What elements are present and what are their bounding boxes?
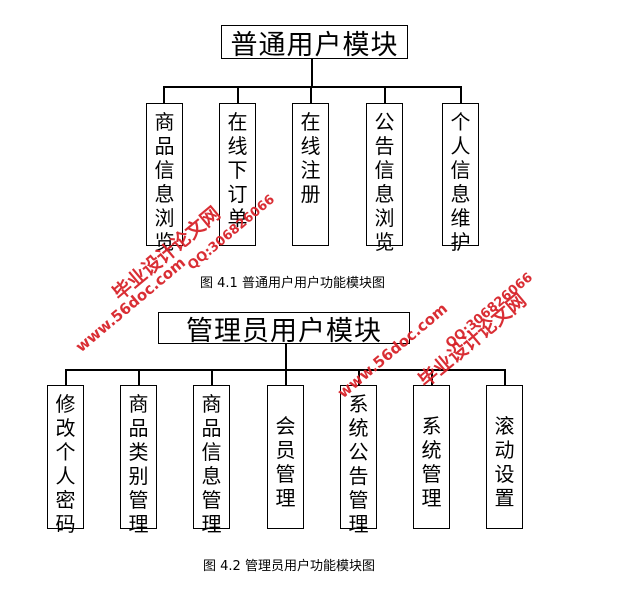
child-node: 系统公告管理 — [340, 385, 377, 536]
child-node-label: 在线注册 — [300, 110, 321, 206]
connector-line — [163, 86, 461, 88]
child-node-label: 个人信息维护 — [450, 110, 471, 254]
child-node: 商品类别管理 — [120, 385, 157, 536]
child-node-label: 系统管理 — [421, 414, 442, 510]
root-node-label: 普通用户模块 — [230, 29, 399, 61]
root-node-admin-user: 管理员用户模块 — [158, 312, 410, 347]
child-node-label: 会员管理 — [275, 414, 296, 510]
child-node-label: 系统公告管理 — [348, 392, 369, 536]
child-node: 在线下订单 — [219, 103, 256, 246]
child-node: 滚动设置 — [486, 385, 523, 529]
connector-line — [163, 86, 165, 103]
root-node-label: 管理员用户模块 — [186, 315, 382, 347]
connector-line — [384, 86, 386, 103]
child-node: 商品信息浏览 — [146, 103, 183, 254]
child-node: 在线注册 — [292, 103, 329, 246]
connector-line — [431, 369, 433, 385]
connector-line — [138, 369, 140, 385]
connector-line — [211, 369, 213, 385]
child-node-label: 修改个人密码 — [55, 392, 76, 536]
connector-line — [504, 369, 506, 385]
connector-line — [310, 86, 312, 103]
child-node: 个人信息维护 — [442, 103, 479, 254]
figure-caption: 图 4.1 普通用户用户功能模块图 — [200, 276, 385, 291]
child-node: 系统管理 — [413, 385, 450, 529]
connector-line — [285, 369, 287, 385]
child-node-label: 商品信息浏览 — [154, 110, 175, 254]
connector-line — [358, 369, 360, 385]
child-node: 修改个人密码 — [47, 385, 84, 536]
child-node-label: 在线下订单 — [227, 110, 248, 230]
connector-line — [65, 369, 67, 385]
watermark-site-name: 毕业设计论文网 — [414, 289, 531, 392]
child-node: 公告信息浏览 — [366, 103, 403, 254]
child-node-label: 公告信息浏览 — [374, 110, 395, 254]
connector-line — [237, 86, 239, 103]
child-node-label: 商品信息管理 — [201, 392, 222, 536]
figure-caption: 图 4.2 管理员用户功能模块图 — [203, 559, 375, 574]
connector-line — [460, 86, 462, 103]
connector-line — [311, 59, 313, 87]
child-node: 会员管理 — [267, 385, 304, 529]
child-node: 商品信息管理 — [193, 385, 230, 536]
child-node-label: 滚动设置 — [494, 414, 515, 510]
root-node-normal-user: 普通用户模块 — [221, 25, 408, 61]
connector-line — [285, 344, 287, 370]
child-node-label: 商品类别管理 — [128, 392, 149, 536]
